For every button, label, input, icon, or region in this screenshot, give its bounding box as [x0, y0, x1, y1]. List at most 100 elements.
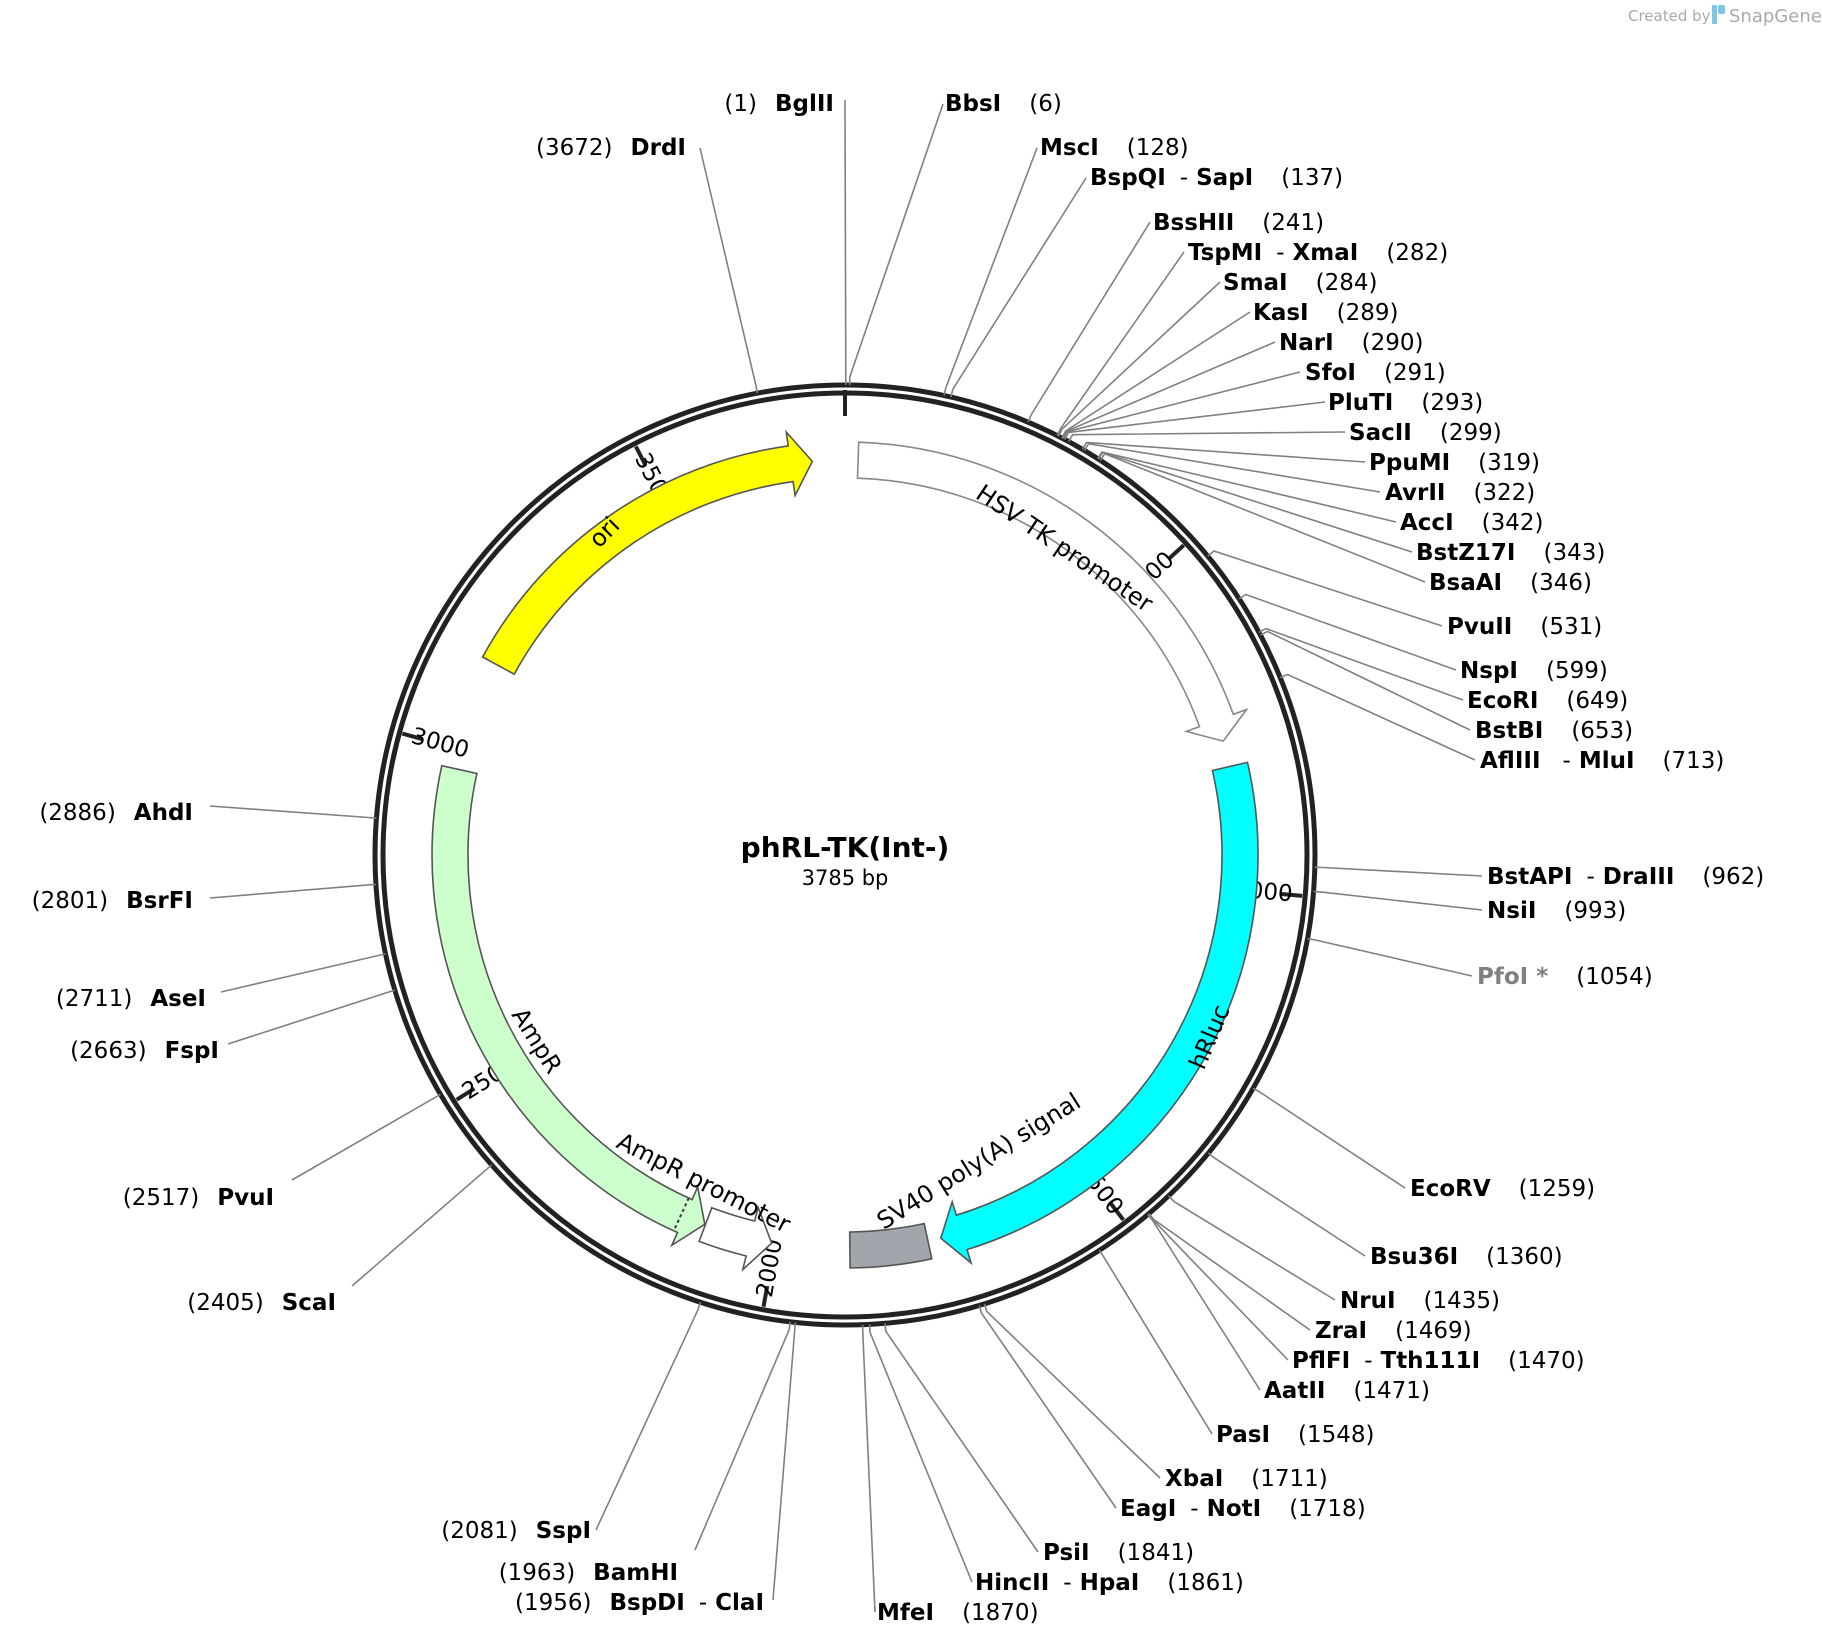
- site-label[interactable]: (2886)AhdI: [39, 800, 193, 826]
- site-leader-line: [1063, 401, 1326, 440]
- site-leader-lines: [209, 99, 1483, 1613]
- site-leader-line: [1238, 593, 1457, 671]
- plasmid-length: 3785 bp: [802, 866, 889, 890]
- site-label[interactable]: BstAPI-DraIII(962): [1487, 864, 1764, 890]
- site-label[interactable]: TspMI-XmaI(282): [1188, 240, 1448, 266]
- site-leader-line: [220, 953, 386, 993]
- site-label[interactable]: PfoI *(1054): [1477, 964, 1653, 990]
- ruler-tick: [761, 1285, 770, 1308]
- site-leader-line: [1068, 431, 1346, 443]
- site-leader-line: [227, 989, 396, 1045]
- site-label[interactable]: PflFI-Tth111I(1470): [1292, 1348, 1585, 1374]
- site-leader-line: [1147, 1213, 1289, 1361]
- site-label[interactable]: MfeI(1870): [877, 1600, 1039, 1626]
- site-leader-line: [1097, 451, 1413, 553]
- site-leader-line: [291, 1093, 441, 1181]
- site-label[interactable]: Bsu36I(1360): [1370, 1244, 1563, 1270]
- site-label[interactable]: MscI(128): [1040, 135, 1189, 161]
- site-label[interactable]: (2405)ScaI: [187, 1290, 336, 1316]
- site-label[interactable]: NsiI(993): [1487, 898, 1626, 924]
- site-label[interactable]: PasI(1548): [1216, 1422, 1375, 1448]
- site-label[interactable]: HincII-HpaI(1861): [975, 1570, 1244, 1596]
- site-leader-line: [868, 1324, 973, 1583]
- site-label[interactable]: (1)BglII: [724, 91, 834, 117]
- site-leader-line: [884, 1323, 1039, 1553]
- site-label[interactable]: (2517)PvuI: [123, 1185, 274, 1211]
- site-label[interactable]: EcoRV(1259): [1410, 1176, 1595, 1202]
- site-label[interactable]: SacII(299): [1349, 420, 1502, 446]
- site-label[interactable]: AccI(342): [1400, 510, 1544, 536]
- site-label[interactable]: SmaI(284): [1223, 270, 1377, 296]
- site-label[interactable]: PsiI(1841): [1043, 1540, 1194, 1566]
- site-leader-line: [1313, 890, 1483, 911]
- feature-arrow-ampr[interactable]: [431, 764, 706, 1248]
- site-label[interactable]: EagI-NotI(1718): [1120, 1496, 1366, 1522]
- ruler-tick: [1281, 892, 1303, 898]
- site-leader-line: [1258, 627, 1464, 701]
- site-label[interactable]: BbsI(6): [945, 91, 1062, 117]
- site-label[interactable]: PvuII(531): [1447, 614, 1602, 640]
- site-leader-line: [1057, 281, 1221, 437]
- site-label[interactable]: (1956)BspDI-ClaI: [515, 1590, 764, 1616]
- site-leader-line: [1099, 452, 1426, 583]
- site-leader-line: [1252, 1087, 1406, 1189]
- site-label[interactable]: (1963)BamHI: [499, 1560, 678, 1586]
- site-label[interactable]: EcoRI(649): [1467, 688, 1628, 714]
- ruler-tick: [1109, 1202, 1125, 1222]
- site-label[interactable]: (2801)BsrFI: [32, 888, 193, 914]
- site-leader-line: [983, 1303, 1161, 1479]
- feature-arrow-hsv-tk-promoter[interactable]: [856, 441, 1249, 743]
- site-leader-line: [844, 99, 847, 385]
- site-leader-line: [595, 1301, 702, 1531]
- site-label[interactable]: BstBI(653): [1475, 718, 1633, 744]
- site-label[interactable]: NspI(599): [1460, 658, 1608, 684]
- site-leader-line: [1260, 630, 1471, 731]
- ruler-tick: [1166, 543, 1186, 561]
- site-label[interactable]: XbaI(1711): [1165, 1466, 1328, 1492]
- plasmid-name: phRL-TK(Int-): [741, 831, 950, 864]
- site-label[interactable]: PpuMI(319): [1369, 450, 1540, 476]
- snapgene-logo-icon: [1712, 5, 1725, 24]
- snapgene-brand[interactable]: SnapGene: [1729, 6, 1822, 27]
- site-leader-line: [1207, 1152, 1366, 1257]
- site-label[interactable]: (2081)SspI: [441, 1518, 591, 1544]
- site-leader-line: [1207, 550, 1443, 627]
- site-label[interactable]: AvrII(322): [1385, 480, 1535, 506]
- site-label[interactable]: KasI(289): [1253, 300, 1398, 326]
- site-leader-line: [1083, 442, 1381, 493]
- site-leader-line: [209, 883, 376, 899]
- site-leader-line: [1147, 1214, 1261, 1391]
- ampr-divider: [672, 1197, 690, 1232]
- site-label[interactable]: ZraI(1469): [1315, 1318, 1472, 1344]
- feature-arrow-hrluc[interactable]: [939, 761, 1259, 1266]
- created-by-credit: Created by: [1628, 7, 1711, 25]
- site-label[interactable]: SfoI(291): [1305, 360, 1446, 386]
- ruler-tick-label: 3000: [408, 723, 471, 764]
- site-leader-line: [1061, 311, 1251, 439]
- site-label[interactable]: AflIII-MluI(713): [1480, 748, 1724, 774]
- site-label[interactable]: BspQI-SapI(137): [1090, 165, 1343, 191]
- site-leader-line: [950, 177, 1087, 398]
- site-leader-line: [1279, 673, 1476, 761]
- site-leader-line: [848, 103, 944, 386]
- site-leader-line: [1027, 221, 1151, 423]
- site-label[interactable]: AatII(1471): [1264, 1378, 1430, 1404]
- site-label[interactable]: (2663)FspI: [70, 1038, 219, 1064]
- site-leader-line: [699, 147, 759, 394]
- site-leader-line: [1081, 441, 1366, 463]
- feature-arrow-sv40-poly-a-signal[interactable]: [848, 1222, 933, 1269]
- site-leader-line: [978, 1305, 1117, 1509]
- site-leader-line: [1314, 866, 1483, 877]
- site-label[interactable]: BssHII(241): [1153, 210, 1324, 236]
- site-label[interactable]: (3672)DrdI: [536, 135, 686, 161]
- site-label[interactable]: NruI(1435): [1340, 1288, 1500, 1314]
- site-label[interactable]: PluTI(293): [1328, 390, 1483, 416]
- site-label[interactable]: BstZ17I(343): [1416, 540, 1605, 566]
- site-leader-line: [1097, 451, 1397, 523]
- site-label[interactable]: BsaAI(346): [1429, 570, 1592, 596]
- site-leader-line: [772, 1322, 797, 1601]
- feature-arrow-ori[interactable]: [481, 429, 814, 676]
- site-label[interactable]: NarI(290): [1279, 330, 1424, 356]
- site-label[interactable]: (2711)AseI: [56, 986, 206, 1012]
